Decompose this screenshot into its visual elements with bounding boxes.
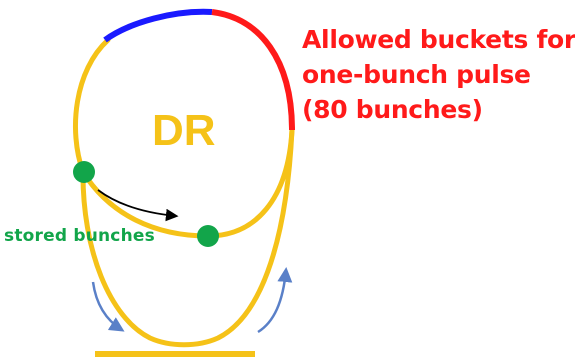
- allowed-buckets-arc: [211, 9, 295, 131]
- bottom-bar: [95, 351, 255, 357]
- caption-line-3: (80 bunches): [302, 95, 483, 124]
- circulation-arrow: [97, 189, 179, 222]
- caption-line-1: Allowed buckets for: [302, 25, 575, 54]
- left-flow-arrow: [91, 281, 125, 332]
- blue-top-segment: [103, 8, 213, 43]
- caption-line-2: one-bunch pulse: [302, 60, 531, 89]
- right-flow-arrow: [257, 267, 293, 334]
- bunch-dot: [73, 161, 95, 183]
- outer-transfer-line: [80, 127, 295, 348]
- stored-bunches-label: stored bunches: [4, 226, 155, 246]
- allowed-buckets-caption: Allowed buckets for one-bunch pulse (80 …: [302, 22, 575, 127]
- damping-ring: [73, 37, 111, 175]
- bunch-dot: [197, 225, 219, 247]
- ring-label: DR: [152, 106, 216, 155]
